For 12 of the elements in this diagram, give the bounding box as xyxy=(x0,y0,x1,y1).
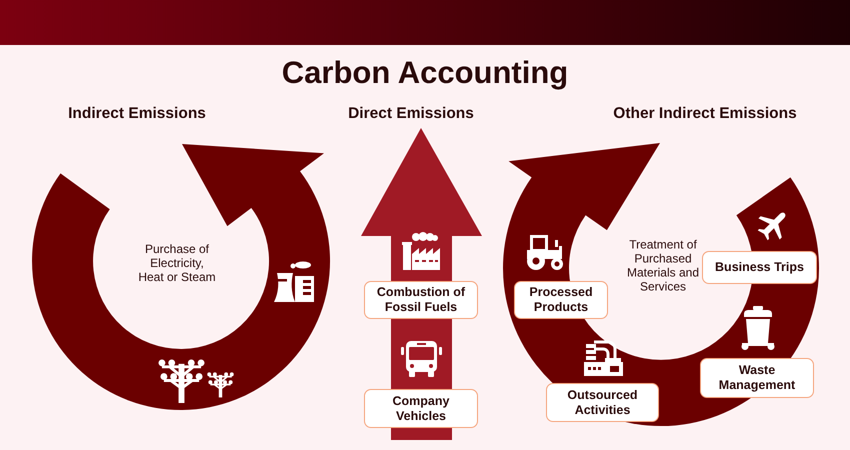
section-heading: Indirect Emissions xyxy=(68,105,206,124)
emission-source-card: Business Trips xyxy=(702,251,817,284)
section-heading: Direct Emissions xyxy=(348,105,474,124)
emission-source-card: Combustion of Fossil Fuels xyxy=(364,281,478,319)
title: Carbon Accounting xyxy=(282,55,568,91)
section-heading: Other Indirect Emissions xyxy=(613,105,797,124)
emission-source-card: Company Vehicles xyxy=(364,389,478,428)
center-caption: Treatment of Purchased Materials and Services xyxy=(626,238,700,294)
emission-source-card: Waste Management xyxy=(700,358,814,398)
emission-source-card: Processed Products xyxy=(514,281,608,319)
center-caption: Purchase of Electricity, Heat or Steam xyxy=(137,242,217,284)
emission-source-card: Outsourced Activities xyxy=(546,383,659,422)
